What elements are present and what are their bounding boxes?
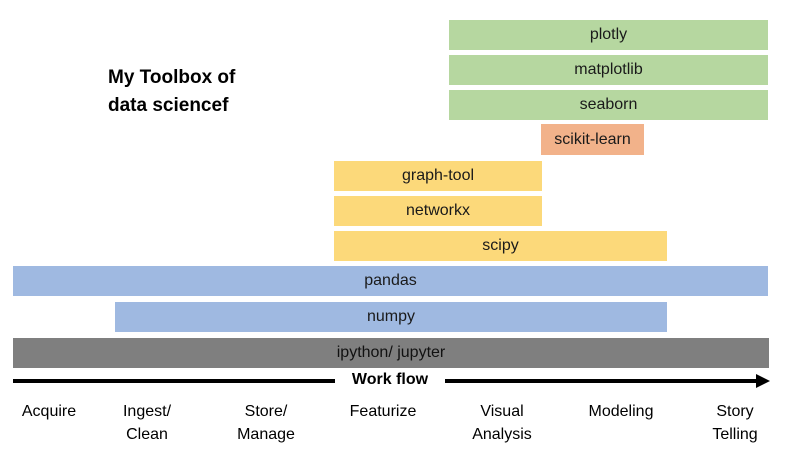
stage-visual-analysis: Visual Analysis <box>472 403 532 443</box>
stage-story-telling: Story Telling <box>712 403 758 443</box>
tool-bar-networkx: networkx <box>334 196 542 226</box>
stage-ingest-clean: Ingest/ Clean <box>122 403 172 443</box>
stage-store-manage: Store/ Manage <box>237 403 295 443</box>
title-line-2: data sciencef <box>108 95 229 116</box>
tool-bar-ipython-jupyter: ipython/ jupyter <box>13 338 769 368</box>
tool-bar-scipy: scipy <box>334 231 667 261</box>
stage-modeling: Modeling <box>588 403 654 420</box>
tool-bar-pandas: pandas <box>13 266 768 296</box>
tool-bar-graph-tool: graph-tool <box>334 161 542 191</box>
stage-featurize: Featurize <box>349 403 417 420</box>
tool-bar-seaborn: seaborn <box>449 90 768 120</box>
tool-bar-numpy: numpy <box>115 302 667 332</box>
tool-bar-matplotlib: matplotlib <box>449 55 768 85</box>
title-line-1: My Toolbox of <box>108 67 236 88</box>
workflow-label: Work flow <box>335 369 445 391</box>
stage-acquire: Acquire <box>21 403 77 420</box>
tool-bar-scikit-learn: scikit-learn <box>541 124 644 155</box>
tool-bar-plotly: plotly <box>449 20 768 50</box>
diagram-title: My Toolbox of data sciencef <box>108 64 235 120</box>
